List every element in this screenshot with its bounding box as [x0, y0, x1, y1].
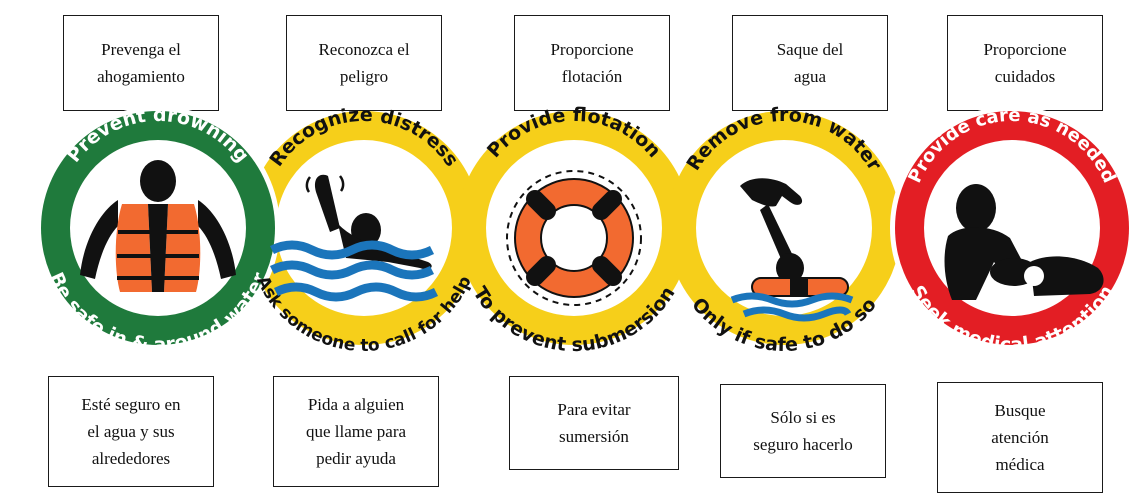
bottom-label-1-text: Esté seguro en el agua y sus alrededores: [81, 395, 181, 468]
rescue-hand-icon: [730, 178, 854, 322]
bottom-label-5-text: Busque atención médica: [991, 401, 1049, 474]
bottom-label-3-text: Para evitar sumersión: [557, 400, 631, 446]
bottom-label-1: Esté seguro en el agua y sus alrededores: [48, 376, 214, 487]
bottom-label-2-text: Pida a alguien que llame para pedir ayud…: [305, 395, 407, 468]
top-label-1-text: Prevenga el ahogamiento: [97, 40, 185, 86]
distressed-swimmer-icon: [269, 174, 439, 302]
top-label-2: Reconozca el peligro: [286, 15, 442, 111]
top-label-4: Saque del agua: [732, 15, 888, 111]
bottom-label-3: Para evitar sumersión: [509, 376, 679, 470]
top-label-5: Proporcione cuidados: [947, 15, 1103, 111]
bottom-label-5: Busque atención médica: [937, 382, 1103, 493]
top-label-2-text: Reconozca el peligro: [318, 40, 410, 86]
top-label-4-text: Saque del agua: [776, 40, 844, 86]
bottom-label-4-text: Sólo si es seguro hacerlo: [753, 408, 853, 454]
cpr-icon: [944, 184, 1104, 300]
life-ring-icon: [506, 170, 642, 306]
top-label-5-text: Proporcione cuidados: [983, 40, 1067, 86]
bottom-label-2: Pida a alguien que llame para pedir ayud…: [273, 376, 439, 487]
life-jacket-icon: [80, 160, 236, 292]
top-label-3: Proporcione flotación: [514, 15, 670, 111]
top-label-1: Prevenga el ahogamiento: [63, 15, 219, 111]
top-label-3-text: Proporcione flotación: [550, 40, 634, 86]
bottom-label-4: Sólo si es seguro hacerlo: [720, 384, 886, 478]
